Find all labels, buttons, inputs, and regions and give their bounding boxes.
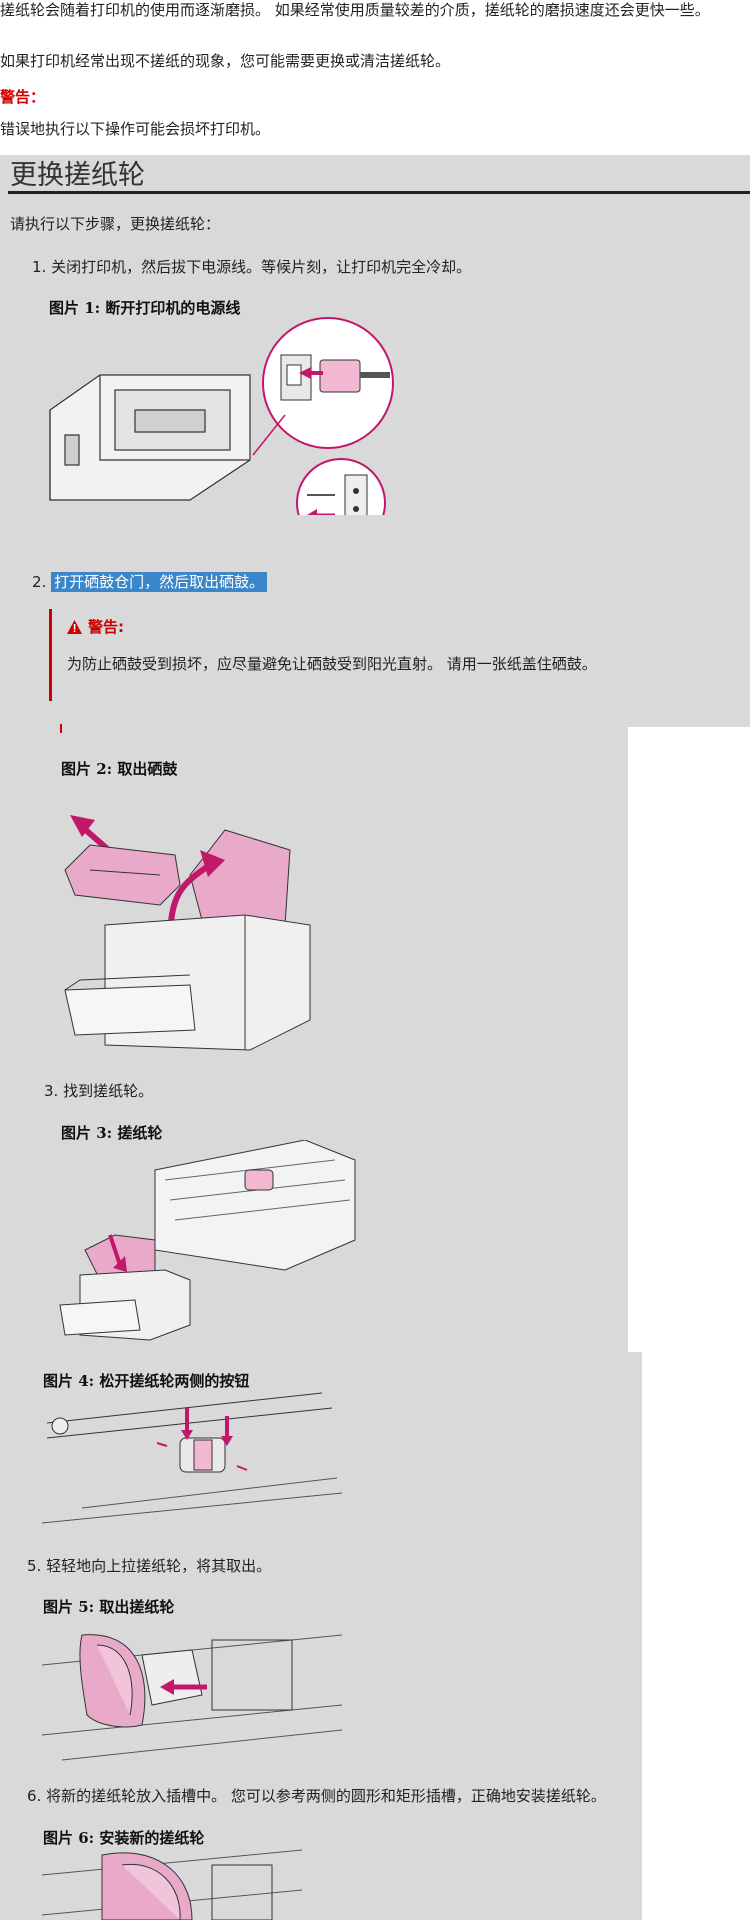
warning-triangle-icon: [67, 619, 82, 634]
step-text: 找到搓纸轮。: [63, 1082, 154, 1100]
figure-4-caption: 图片 4: 松开搓纸轮两侧的按钮: [43, 1372, 250, 1390]
figure-2-caption: 图片 2: 取出硒鼓: [61, 760, 178, 778]
figure-1-printer-power-illustration: [49, 317, 394, 515]
warning-header: 警告:: [67, 616, 124, 637]
step-number: 6.: [27, 1787, 42, 1805]
step-text: 将新的搓纸轮放入插槽中。 您可以参考两侧的圆形和矩形插槽，正确地安装搓纸轮。: [46, 1787, 606, 1805]
warning-marker: [60, 724, 62, 733]
figure-5-remove-roller-illustration: [42, 1634, 342, 1761]
step-text: 关闭打印机，然后拔下电源线。等候片刻，让打印机完全冷却。: [51, 258, 472, 276]
intro-warning-text: 错误地执行以下操作可能会损坏打印机。: [0, 120, 271, 138]
step-number: 3.: [44, 1082, 59, 1100]
step-text: 轻轻地向上拉搓纸轮，将其取出。: [46, 1557, 272, 1575]
warning-label: 警告:: [88, 618, 124, 636]
intro-paragraph-2: 如果打印机经常出现不搓纸的现象，您可能需要更换或清洁搓纸轮。: [0, 52, 451, 70]
step-2: 2. 打开硒鼓仓门，然后取出硒鼓。: [32, 571, 268, 592]
step-5: 5. 轻轻地向上拉搓纸轮，将其取出。: [27, 1555, 271, 1576]
step-6: 6. 将新的搓纸轮放入插槽中。 您可以参考两侧的圆形和矩形插槽，正确地安装搓纸轮…: [27, 1785, 606, 1806]
figure-4-release-buttons-illustration: [42, 1392, 342, 1524]
title-divider: [8, 191, 750, 194]
figure-3-caption: 图片 3: 搓纸轮: [61, 1124, 163, 1142]
intro-warning-label: 警告：: [0, 88, 46, 106]
section-title: 更换搓纸轮: [10, 160, 145, 191]
step-3: 3. 找到搓纸轮。: [44, 1080, 153, 1101]
warning-text: 为防止硒鼓受到损坏，应尽量避免让硒鼓受到阳光直射。 请用一张纸盖住硒鼓。: [67, 655, 597, 673]
content-panel-bottom: [0, 1352, 642, 1920]
figure-3-pickup-roller-location-illustration: [59, 1140, 356, 1341]
warning-bar: [49, 609, 52, 701]
figure-5-caption: 图片 5: 取出搓纸轮: [43, 1598, 175, 1616]
step-1: 1. 关闭打印机，然后拔下电源线。等候片刻，让打印机完全冷却。: [32, 256, 471, 277]
figure-6-caption: 图片 6: 安装新的搓纸轮: [43, 1829, 205, 1847]
figure-1-caption: 图片 1: 断开打印机的电源线: [49, 299, 241, 317]
step-number: 5.: [27, 1557, 42, 1575]
step-number: 2.: [32, 573, 47, 591]
figure-2-remove-cartridge-illustration: [64, 815, 311, 1051]
figure-6-install-roller-illustration: [42, 1849, 302, 1920]
selected-step-text[interactable]: 打开硒鼓仓门，然后取出硒鼓。: [51, 572, 268, 592]
section-lead: 请执行以下步骤，更换搓纸轮：: [10, 215, 221, 233]
intro-paragraph-1: 搓纸轮会随着打印机的使用而逐渐磨损。 如果经常使用质量较差的介质，搓纸轮的磨损速…: [0, 1, 710, 19]
step-number: 1.: [32, 258, 47, 276]
